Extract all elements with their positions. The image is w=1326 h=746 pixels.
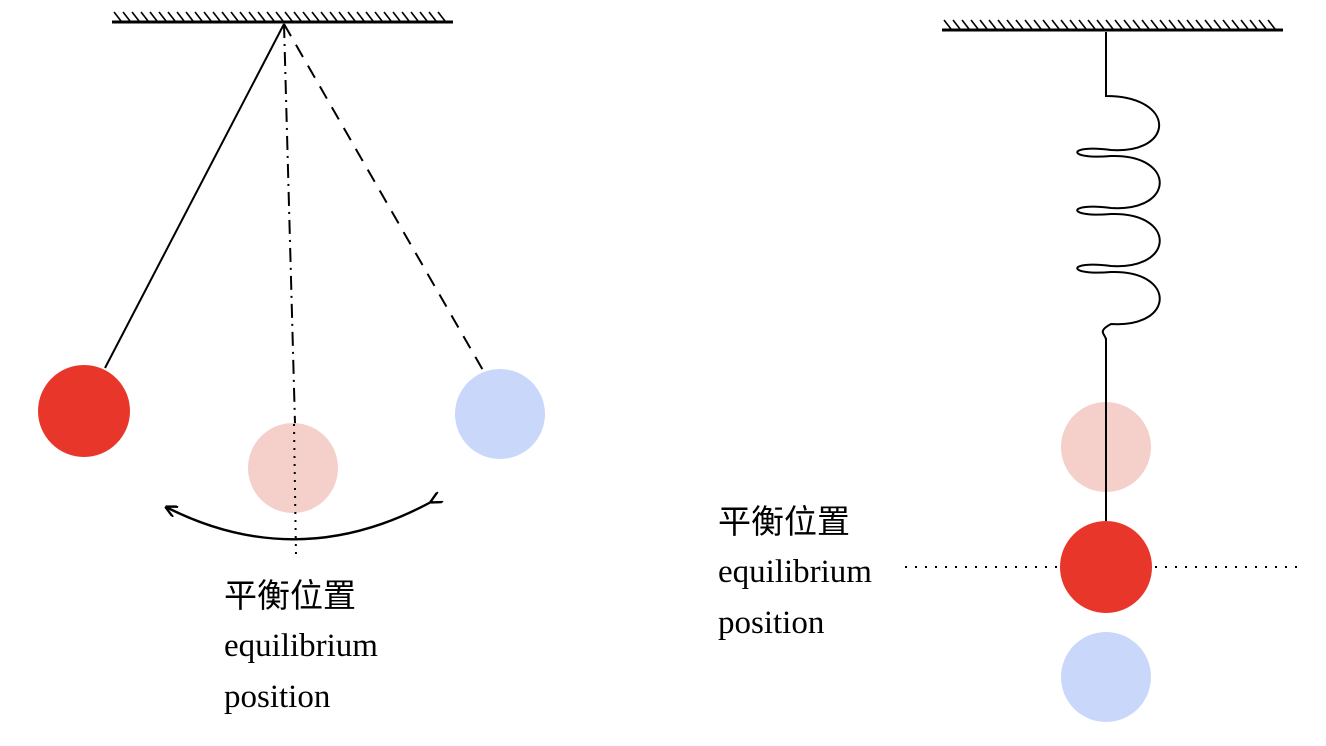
spring-diagram — [905, 19, 1300, 722]
spring-coil — [1076, 32, 1161, 341]
spring-label-chinese: 平衡位置 — [718, 502, 850, 541]
pendulum-label-chinese: 平衡位置 — [224, 576, 356, 615]
pendulum-label-english-line1: equilibrium — [224, 628, 378, 664]
spring-bob-lower-ghost — [1061, 632, 1151, 722]
pendulum-ceiling — [112, 11, 453, 24]
pendulum-diagram — [38, 11, 545, 557]
pendulum-bob-active — [38, 365, 130, 457]
pendulum-swing-arrow — [166, 502, 431, 541]
spring-equilibrium-label: 平衡位置 equilibrium position — [718, 496, 872, 649]
spring-ceiling — [942, 19, 1283, 32]
pendulum-equilibrium-label: 平衡位置 equilibrium position — [224, 570, 378, 723]
spring-label-english-line1: equilibrium — [718, 554, 872, 590]
pendulum-label-english-line2: position — [224, 679, 331, 715]
pendulum-bob-equilibrium-ghost — [248, 423, 338, 513]
spring-label-english-line2: position — [718, 605, 825, 641]
pendulum-string-left — [104, 23, 285, 369]
pendulum-string-right — [283, 23, 485, 373]
pendulum-string-equilibrium — [283, 23, 296, 425]
spring-bob-active — [1060, 521, 1152, 613]
pendulum-bob-right-ghost — [455, 369, 545, 459]
